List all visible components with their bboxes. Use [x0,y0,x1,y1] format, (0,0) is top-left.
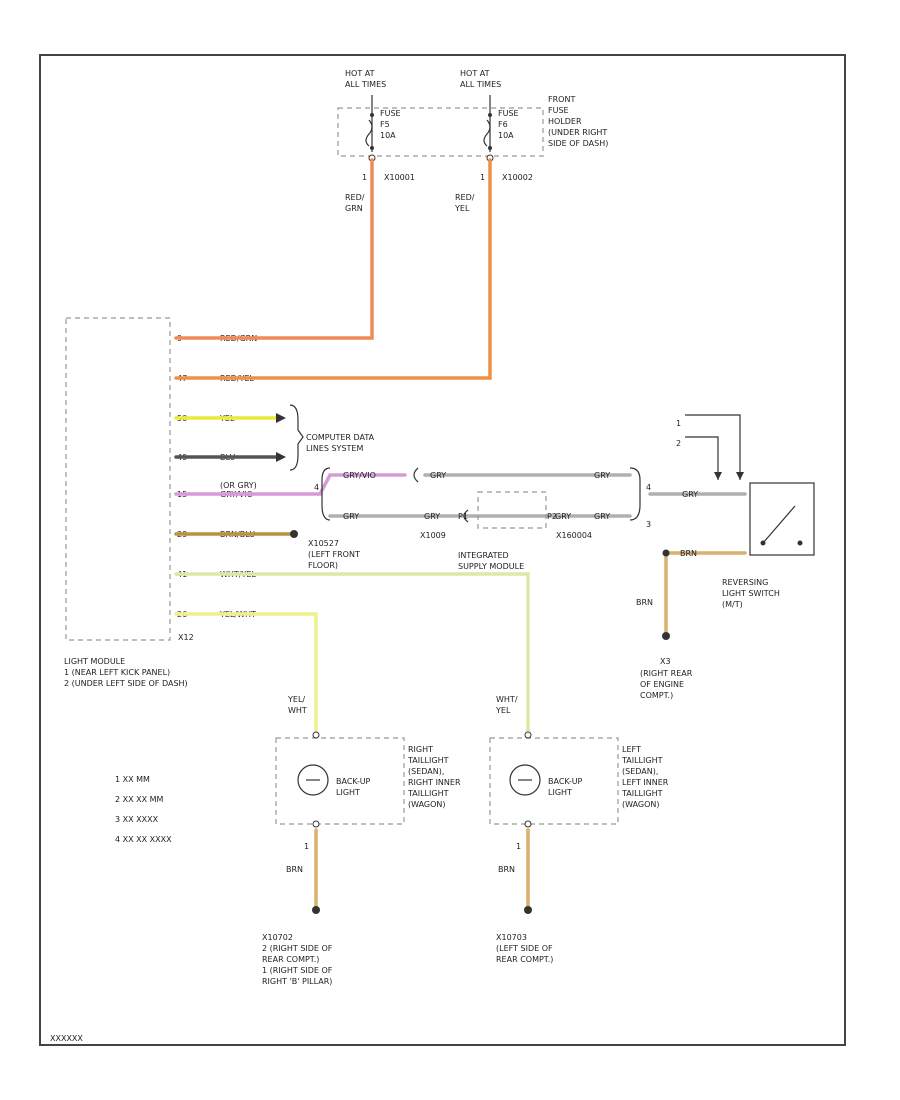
pin-4-label: 4 [314,483,319,492]
right-lamp-wire-top: YEL/WHT [287,695,307,715]
splice-bracket-left [321,467,331,521]
figure-code: XXXXXX [50,1034,83,1043]
splice-bracket-right [629,467,641,521]
fuse-f5 [365,95,376,162]
legend-item-3: 3 XX XXXX [115,815,159,824]
switch-note-leader-2 [685,436,719,480]
ground-engine-compt [662,632,670,640]
splice-wire-bot-a: GRY [343,512,359,521]
splice-pin-top: 4 [646,483,651,492]
splice-connector-a: X1009 [420,531,446,540]
left-lamp-wire-top: WHT/YEL [495,695,518,715]
splice-p2: P2 [547,512,557,521]
switch-ground-wire: BRN [636,598,653,607]
reversing-switch-contact [762,505,796,544]
reversing-switch-box [749,482,815,556]
fuse-f6-wire-color: RED/YEL [454,193,475,213]
left-lamp-pin: 1 [516,842,521,851]
fuse-f5-connector: X10001 [384,173,415,182]
light-module-connector: X12 [178,633,194,642]
fuse-f5-wire-color: RED/GRN [345,193,365,213]
wire-wht-yel [174,572,530,732]
fuse-f6 [483,95,494,162]
wire-gry-vio [174,473,407,496]
splice-wire-top-b: GRY [430,471,446,480]
ground-left-front [290,530,298,538]
switch-note-1: 1 [676,419,681,428]
left-taillight-outline [489,737,619,825]
yel-arrow [276,413,286,423]
right-taillight-outline [275,737,405,825]
wire-yel-wht [174,612,318,732]
diagram-frame [39,54,846,1046]
switch-connector-dot [662,549,670,557]
splice-p1: P1 [458,512,468,521]
ground-engine-id: X3 [660,657,671,666]
wire-red-grn [174,158,374,340]
left-lamp-wire-bottom: BRN [498,865,515,874]
splice-wire-bot-c: GRY [555,512,571,521]
legend-item-4: 4 XX XX XXXX [115,835,172,844]
ground-left-rear [524,906,532,914]
splice-pin-bottom: 3 [646,520,651,529]
splice-wire-bot-d: GRY [594,512,610,521]
legend-item-2: 2 XX XX MM [115,795,164,804]
splice-connector-top [413,467,419,483]
splice-connector-b: X160004 [556,531,592,540]
splice-wire-top-c: GRY [594,471,610,480]
blu-arrow [276,452,286,462]
switch-note-leader-1 [685,414,741,480]
right-lamp-wire-bottom: BRN [286,865,303,874]
data-lines-bracket [289,404,304,471]
fuse-f6-pin: 1 [480,173,485,182]
fuse-f6-connector: X10002 [502,173,533,182]
switch-wire-out: BRN [680,549,697,558]
wire-red-yel [174,158,492,380]
fuse-holder-outline [337,107,544,157]
ground-right-rear [312,906,320,914]
splice-wire-bot-b: GRY [424,512,440,521]
alt-wire-gry: (OR GRY) [220,481,257,490]
switch-wire-in: GRY [682,490,698,499]
splice-inline-box [477,491,547,529]
fuse-f5-pin: 1 [362,173,367,182]
splice-wire-top-a: GRY/VIO [343,471,376,480]
legend-item-1: 1 XX MM [115,775,150,784]
splice-connector-mid [463,509,469,523]
switch-note-2: 2 [676,439,681,448]
right-lamp-pin: 1 [304,842,309,851]
light-module-outline [65,317,171,641]
